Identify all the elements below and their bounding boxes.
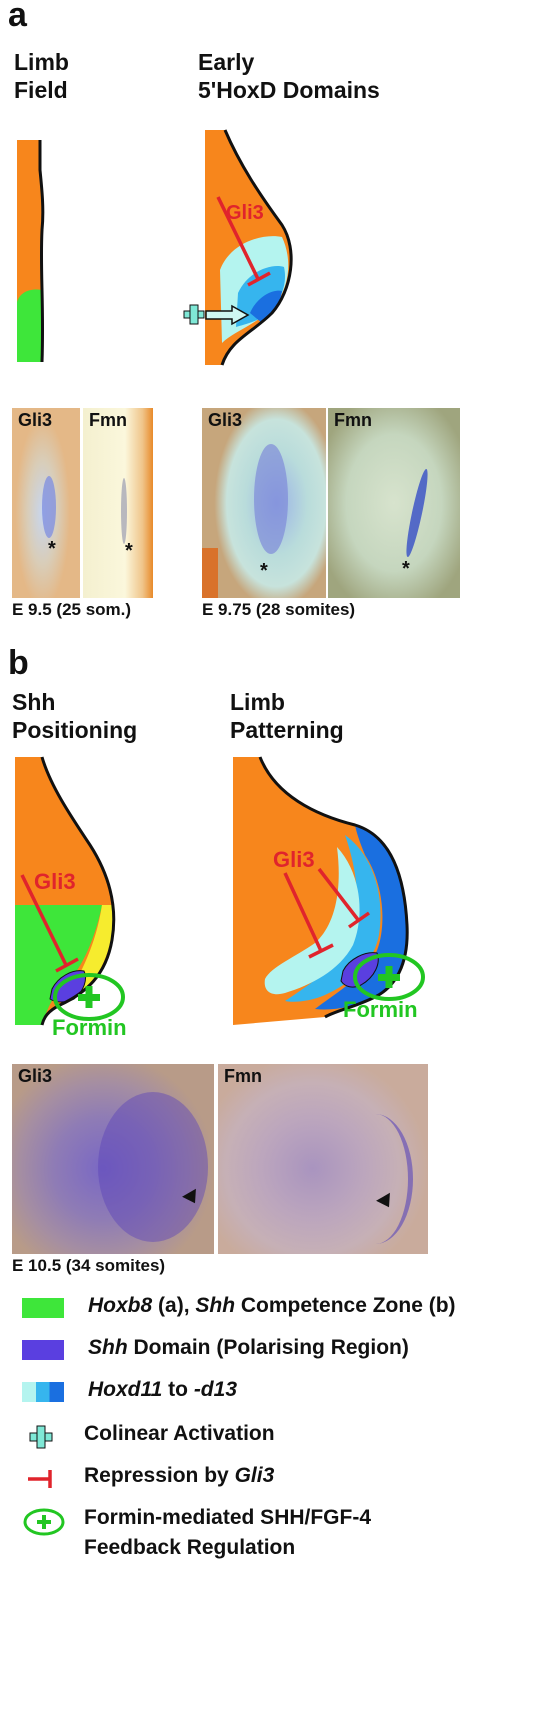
early-hoxd-schematic: Gli3 [183,129,293,366]
limb-field-green-region [17,289,42,362]
photo-gli3-e10-5: Gli3 [12,1064,214,1254]
photo-gli3-e9-75-label: Gli3 [208,410,243,430]
photo-fmn-e9-5-label: Fmn [89,410,127,430]
legend-shh-domain-text: Shh Domain (Polarising Region) [88,1336,409,1360]
marker-asterisk: * [402,558,410,580]
legend-repression-prefix: Repression by [84,1464,235,1487]
photo-fmn-e9-75-label: Fmn [334,410,372,430]
colinear-plus-icon [29,1425,53,1449]
photo-edge-tissue [202,548,218,598]
limb-patterning-heading-line1: Limb [230,689,285,715]
limb-patterning-schematic: Gli3 Formin [233,756,425,1025]
shh-yellow-band [68,905,114,996]
panel-b-letter: b [8,644,29,682]
shh-positioning-schematic: Gli3 Formin [15,756,127,1040]
limb-field-schematic [17,140,45,363]
legend-colinear-text: Colinear Activation [84,1422,275,1445]
legend-row-competence: Hoxb8 (a), Shh Competence Zone (b) [22,1294,542,1324]
early-colinear-plus-icon [183,304,205,325]
photo-fmn-e9-75: Fmn * [328,408,460,598]
legend-formin-line2: Feedback Regulation [84,1536,296,1559]
patterning-gli3-label: Gli3 [273,847,315,872]
early-hoxd-heading-line1: Early [198,49,255,75]
caption-e9-75: E 9.75 (28 somites) [202,600,356,619]
fmn-expression-stain [121,478,127,544]
fmn-expression-stain [338,1114,413,1244]
caption-e10-5: E 10.5 (34 somites) [12,1256,166,1275]
limb-patterning-heading-line2: Patterning [230,717,344,743]
hoxb8-italic: Hoxb8 [88,1294,153,1317]
green-swatch [22,1298,64,1318]
marker-asterisk: * [125,540,133,562]
early-colinear-arrow-icon [205,304,250,326]
shh-positioning-heading-line2: Positioning [12,717,138,743]
gli3-expression-stain [98,1092,208,1242]
patterning-formin-label: Formin [343,997,418,1022]
photo-gli3-e9-5-label: Gli3 [18,410,53,430]
purple-swatch [22,1340,64,1360]
photo-gli3-e9-75: Gli3 * [202,408,326,598]
patterning-bud-outline [258,756,409,1019]
limb-field-heading-line1: Limb [14,49,69,75]
legend-competence-a: (a), [152,1294,196,1317]
patterning-gli3-repression-symbol-1 [283,872,334,959]
formin-feedback-loop-icon [23,1508,65,1536]
early-bud-deep-blue-domain [250,290,282,323]
patterning-deep-blue-band [315,825,408,1010]
fmn-expression-stain [402,467,432,559]
limb-field-heading-line2: Field [14,77,68,103]
gli3-expression-stain [254,444,288,554]
early-hoxd-heading-line2: 5'HoxD Domains [198,77,380,103]
photo-gli3-e9-5: Gli3 * [12,408,80,598]
gli3-italic: Gli3 [234,1464,275,1487]
legend-hoxd-mid: to [162,1378,194,1401]
hoxd11-italic: Hoxd11 [88,1378,163,1401]
legend-formin-line1: Formin-mediated SHH/FGF-4 [84,1506,372,1529]
early-bud-outline [220,129,293,366]
early-bud-mid-blue-domain [236,266,286,327]
photo-gli3-e10-5-label: Gli3 [18,1066,53,1086]
early-hoxd-heading: Early 5'HoxD Domains [198,48,380,104]
marker-asterisk: * [260,560,268,582]
shh-formin-label: Formin [52,1015,127,1040]
legend-row-formin: Formin-mediated SHH/FGF-4 Feedback Regul… [22,1506,542,1566]
marker-asterisk: * [48,538,56,560]
legend-domain-rest: Domain (Polarising Region) [127,1336,409,1359]
blue-gradient-swatch [22,1382,64,1402]
gli3-expression-stain [42,476,56,538]
shh-competence-green [15,905,102,1025]
repression-bar-icon [28,1470,52,1488]
legend-competence-text: Hoxb8 (a), Shh Competence Zone (b) [88,1294,456,1318]
shh-bud-outline [40,756,116,1026]
shh-gli3-label: Gli3 [34,869,76,894]
legend-row-shh-domain: Shh Domain (Polarising Region) [22,1336,542,1366]
shh-gli3-repression-symbol [20,874,79,973]
legend-competence-rest: Competence Zone (b) [235,1294,456,1317]
patterning-pale-cyan-band [264,847,360,995]
limb-field-outline [38,140,45,363]
formin-feedback-loop-icon [53,973,125,1021]
legend-row-hoxd: Hoxd11 to -d13 [22,1378,542,1408]
photo-fmn-e9-5: Fmn * [83,408,153,598]
hoxd13-italic: -d13 [193,1378,237,1401]
limb-patterning-heading: Limb Patterning [230,688,344,744]
photo-fmn-e10-5: Fmn [218,1064,428,1254]
legend-row-colinear: Colinear Activation [22,1422,542,1452]
shh-italic: Shh [88,1336,128,1359]
photo-fmn-e10-5-label: Fmn [224,1066,262,1086]
shh-italic: Shh [195,1294,236,1317]
shh-positioning-heading: Shh Positioning [12,688,137,744]
early-gli3-label: Gli3 [226,202,264,224]
legend-hoxd-text: Hoxd11 to -d13 [88,1378,237,1402]
limb-field-heading: Limb Field [14,48,69,104]
legend-row-repression: Repression by Gli3 [22,1464,542,1494]
panel-a-letter: a [8,0,27,34]
patterning-gli3-repression-symbol-2 [317,867,371,929]
caption-e9-5: E 9.5 (25 som.) [12,600,132,619]
formin-feedback-loop-icon [353,953,425,1001]
early-gli3-repression-symbol [216,196,271,287]
shh-positioning-heading-line1: Shh [12,689,56,715]
legend-repression-text: Repression by Gli3 [84,1464,274,1488]
